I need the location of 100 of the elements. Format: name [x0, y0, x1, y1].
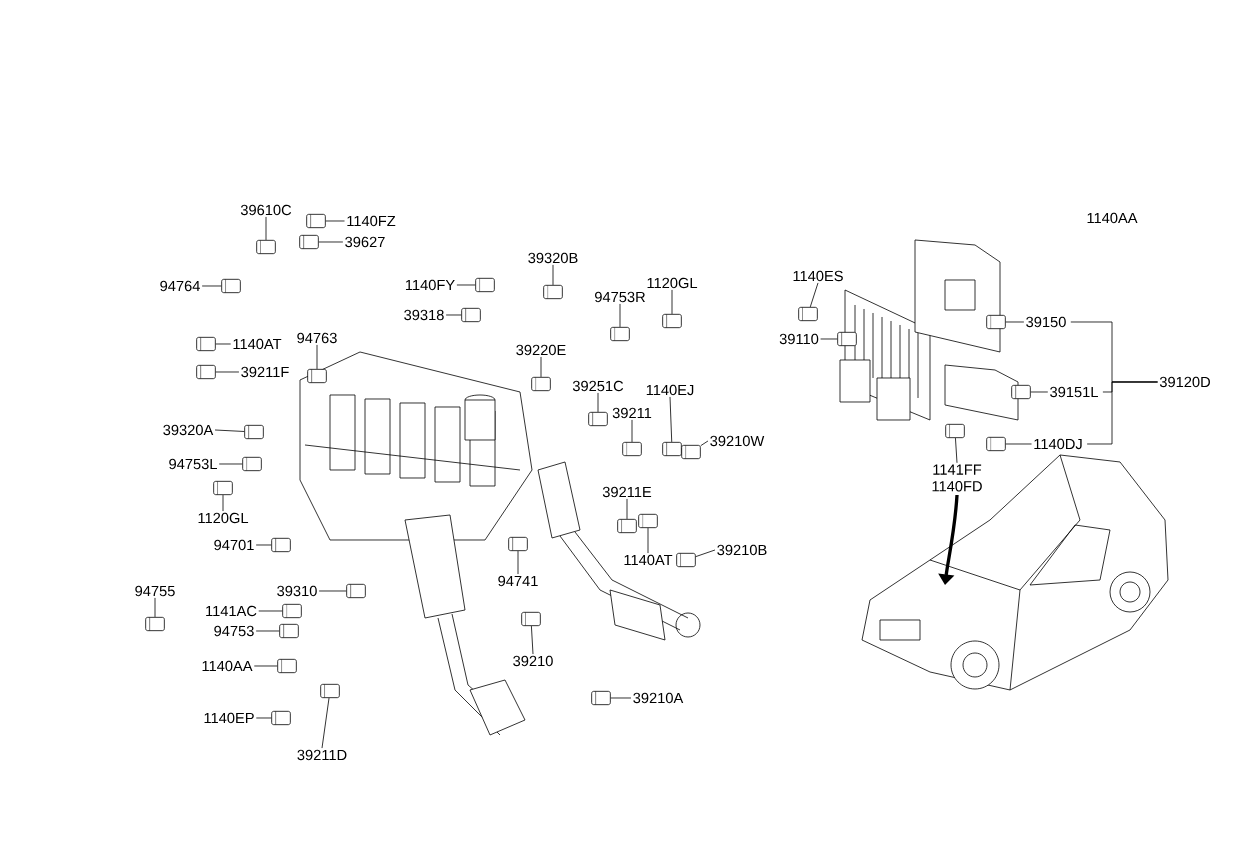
callout-number: 1120GL [198, 512, 249, 524]
callout-number: 94763 [297, 332, 337, 344]
leader-line [695, 549, 716, 558]
leader-line [325, 220, 345, 222]
part-picture [475, 277, 495, 293]
bracket-line [1086, 381, 1158, 445]
part-picture [145, 616, 165, 632]
callout-number: 39211D [297, 749, 347, 761]
part-picture [256, 239, 276, 255]
callout-number: 39210B [717, 544, 767, 556]
leader-line [669, 396, 673, 443]
leader-line [222, 494, 224, 512]
callout-number: 94701 [214, 539, 254, 551]
leader-line [218, 463, 243, 465]
leader-line [258, 610, 283, 612]
part-picture [617, 518, 637, 534]
part-picture [986, 314, 1006, 330]
callout-number: 1140FY [405, 279, 455, 291]
leader-line [253, 665, 278, 667]
part-picture [242, 456, 262, 472]
callout-number: 39210W [710, 435, 765, 447]
part-picture [837, 331, 857, 347]
callout-number: 39320A [163, 424, 214, 436]
leader-line [215, 371, 240, 373]
callout-number: 39150 [1026, 316, 1066, 328]
callout-number: 1140EJ [646, 384, 694, 396]
part-picture [986, 436, 1006, 452]
leader-line [255, 544, 272, 546]
leader-line [647, 527, 649, 554]
callout-number: 1140AT [624, 554, 673, 566]
part-picture [282, 603, 302, 619]
callout-number: 39110 [779, 333, 819, 345]
leader-line [318, 590, 347, 592]
part-picture [213, 480, 233, 496]
callout-number: 39210A [633, 692, 684, 704]
part-picture [306, 213, 326, 229]
callout-number: 1140FZ [347, 215, 396, 227]
leader-line [671, 289, 673, 315]
leader-line [700, 440, 709, 447]
leader-line [552, 264, 554, 286]
leader-line [1030, 391, 1049, 393]
leader-line [201, 285, 222, 287]
leader-line [445, 314, 462, 316]
leader-line [321, 697, 330, 749]
part-picture [279, 623, 299, 639]
part-picture [244, 424, 264, 440]
callout-number: 39210 [513, 655, 553, 667]
callout-number: 1140ES [793, 270, 843, 282]
part-picture [221, 278, 241, 294]
part-picture [346, 583, 366, 599]
leader-line [215, 343, 232, 345]
callout-number: 39220E [516, 344, 566, 356]
part-picture [307, 368, 327, 384]
callout-number: 39151L [1050, 386, 1098, 398]
callout-number: 39310 [277, 585, 317, 597]
leader-line [214, 429, 245, 432]
callout-number: 1140DJ [1034, 438, 1082, 450]
part-picture [543, 284, 563, 300]
callout-number: 1140AA [202, 660, 253, 672]
part-picture [320, 683, 340, 699]
leader-line [597, 392, 599, 413]
part-picture [798, 306, 818, 322]
part-picture [461, 307, 481, 323]
part-picture [508, 536, 528, 552]
part-picture [622, 441, 642, 457]
leader-line [456, 284, 476, 286]
callout-number: 1141AC [206, 605, 257, 617]
callout-number: 1141FF 1140FD [932, 464, 982, 492]
leader-line [809, 282, 819, 308]
part-picture [521, 611, 541, 627]
part-picture [681, 444, 701, 460]
callout-number: 1140AT [233, 338, 282, 350]
callout-number: 94764 [160, 280, 200, 292]
leader-line [265, 216, 267, 241]
callout-number: 39211E [602, 486, 652, 498]
part-picture [271, 710, 291, 726]
part-picture [1011, 384, 1031, 400]
part-picture [277, 658, 297, 674]
leader-line [255, 630, 280, 632]
part-picture [299, 234, 319, 250]
leader-line [255, 717, 272, 719]
leader-line [316, 344, 318, 370]
callout-number: 39120D [1159, 376, 1210, 388]
callout-number: 94753L [169, 458, 217, 470]
callout-number: 94741 [498, 575, 538, 587]
leader-line [1005, 443, 1032, 445]
callout-number: 39211F [241, 366, 289, 378]
callout-number: 39610C [240, 204, 292, 216]
leader-line [318, 241, 344, 243]
leader-line [820, 338, 838, 340]
leader-line [154, 597, 156, 618]
callout-number: 94753R [595, 291, 645, 303]
callout-number: 39320B [528, 252, 578, 264]
callout-number: 39211 [612, 407, 652, 419]
leader-line [531, 625, 534, 655]
part-picture [638, 513, 658, 529]
leader-line [619, 303, 621, 328]
part-picture [676, 552, 696, 568]
leader-line [517, 550, 519, 575]
callout-number: 94753 [214, 625, 254, 637]
